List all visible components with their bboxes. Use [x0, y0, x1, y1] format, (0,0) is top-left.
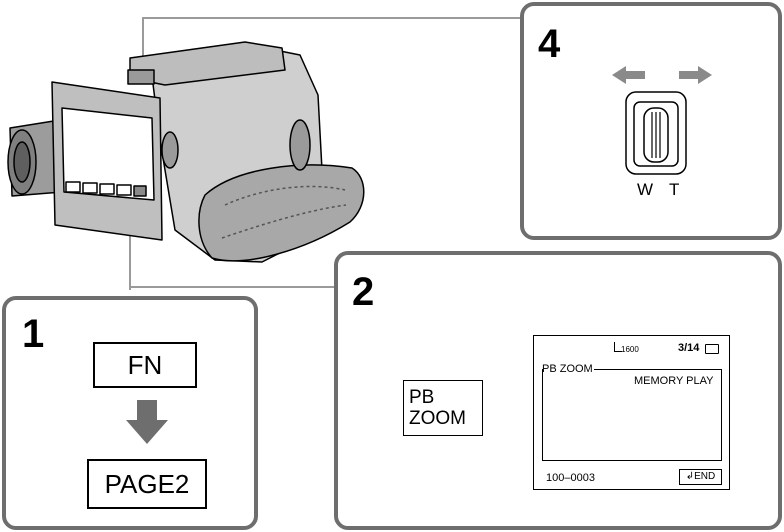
pb-zoom-line1: PB	[409, 387, 435, 408]
zoom-lever-icon	[625, 91, 687, 175]
lcd-screen	[533, 335, 730, 490]
mode-left-label: PB ZOOM	[542, 363, 593, 375]
step4-number: 4	[538, 22, 561, 66]
frame-top-right-line	[628, 369, 722, 370]
file-number: 100–0003	[546, 472, 595, 484]
pb-zoom-line2: ZOOM	[409, 408, 466, 429]
image-size-value: 1600	[621, 345, 639, 354]
step2-number: 2	[352, 270, 375, 314]
memory-card-icon	[705, 344, 719, 354]
mode-divider-line	[594, 369, 628, 370]
return-arrow-icon: ↲	[685, 471, 695, 482]
image-size-icon	[614, 342, 622, 352]
fn-button: FN	[93, 342, 197, 388]
frame-counter: 3/14	[678, 342, 700, 354]
right-arrow-icon	[679, 66, 712, 84]
pb-zoom-button: PB ZOOM	[403, 380, 483, 436]
end-label: END	[694, 471, 716, 482]
page2-button: PAGE2	[87, 459, 207, 509]
left-arrow-icon	[612, 66, 645, 84]
step1-number: 1	[22, 312, 45, 356]
screen-inner-frame	[542, 369, 722, 461]
wide-label: W	[637, 180, 654, 199]
tele-label: T	[669, 180, 680, 199]
end-button: ↲ END	[679, 469, 722, 485]
mode-right-label: MEMORY PLAY	[634, 375, 714, 387]
